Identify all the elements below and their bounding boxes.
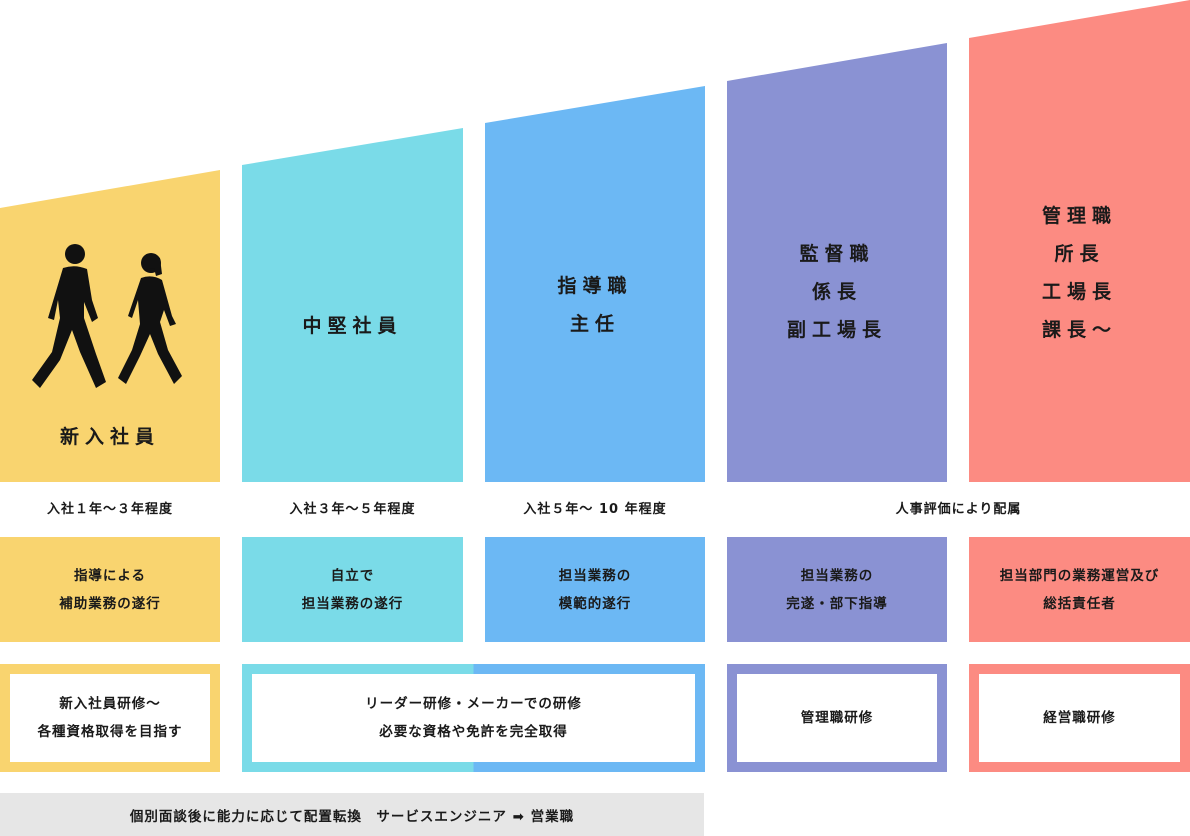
stage-4-block <box>727 43 947 482</box>
stage-1-block <box>0 170 220 482</box>
stage-4-title: 監督職 係長 副工場長 <box>786 243 887 341</box>
training-2-box: リーダー研修・メーカーでの研修必要な資格や免許を完全取得 <box>242 664 705 772</box>
stage-1-role: 指導による補助業務の遂行 <box>0 537 220 642</box>
stage-3-period: 入社５年～ 10 年程度 <box>523 502 667 517</box>
stage-4-role: 担当業務の完遂・部下指導 <box>727 537 947 642</box>
stage-3-role: 担当業務の模範的遂行 <box>485 537 705 642</box>
stage-5-block <box>969 0 1190 482</box>
training-3-box: 管理職研修 <box>727 664 947 772</box>
stage-5-role: 担当部門の業務運営及び総括責任者 <box>969 537 1190 642</box>
stage-3-title: 指導職 主任 <box>557 275 633 335</box>
stage-1-period: 入社１年～３年程度 <box>46 502 173 517</box>
stage-1-title: 新入社員 <box>59 426 160 448</box>
stage-5-title: 管理職 所長 工場長 課長～ <box>1041 205 1117 341</box>
stage-2-title: 中堅社員 <box>302 315 403 337</box>
stage-2-block <box>242 128 463 482</box>
career-stairs <box>0 0 1190 482</box>
training-1-box: 新入社員研修～各種資格取得を目指す <box>0 664 220 772</box>
stage-2-role: 自立で担当業務の遂行 <box>242 537 463 642</box>
reassignment-note: 個別面談後に能力に応じて配置転換 サービスエンジニア ➡ 営業職 <box>0 793 704 836</box>
shared-period: 人事評価により配属 <box>895 502 1022 517</box>
stage-2-period: 入社３年～５年程度 <box>289 502 416 517</box>
stage-3-block <box>485 86 705 482</box>
training-4-box: 経営職研修 <box>969 664 1190 772</box>
walking-people-icon <box>32 244 182 388</box>
